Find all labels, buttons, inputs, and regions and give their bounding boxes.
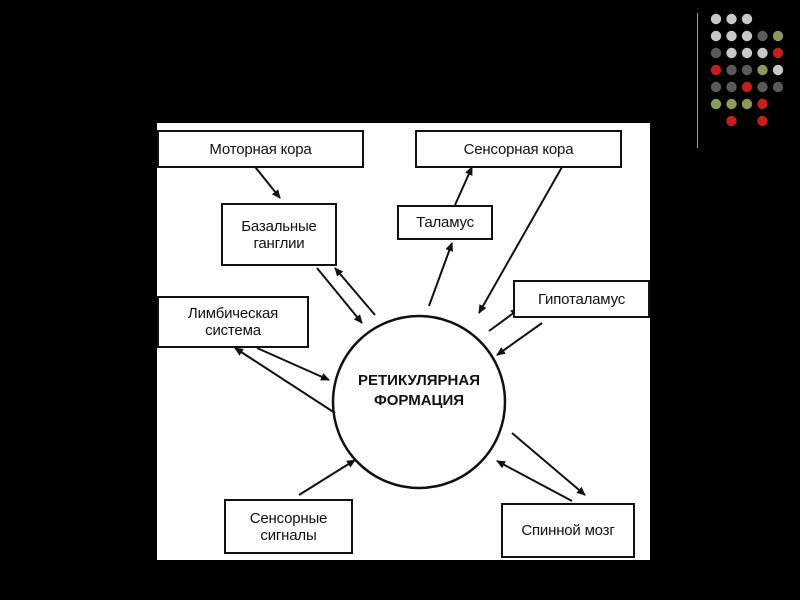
decorative-dot	[726, 30, 737, 42]
decorative-dot	[741, 64, 753, 76]
decorative-dot	[757, 64, 768, 76]
decorative-dot	[726, 47, 737, 59]
decorative-dot	[757, 81, 768, 93]
node-limbic-system: Лимбическая система	[157, 296, 309, 348]
arrow-signals-to-rf	[298, 459, 356, 496]
arrow-basal-to-rf	[316, 267, 363, 324]
diagram-panel: Моторная кора Сенсорная кора Базальные г…	[157, 123, 650, 560]
decorative-dot	[741, 30, 753, 42]
node-sensory-signals: Сенсорные сигналы	[224, 499, 353, 554]
node-basal-ganglia: Базальные ганглии	[221, 203, 337, 266]
node-thalamus: Таламус	[397, 205, 493, 240]
diagram-connectors	[234, 162, 586, 502]
decorative-dot	[710, 30, 722, 42]
decorative-dot	[741, 13, 753, 25]
arrow-rf-to-basal	[334, 267, 376, 316]
node-sensory-cortex: Сенсорная кора	[415, 130, 622, 168]
decorative-dot	[710, 81, 722, 93]
center-label-line2: ФОРМАЦИЯ	[373, 392, 465, 409]
arrow-spinal-to-rf	[496, 460, 573, 502]
decorative-dot	[710, 47, 722, 59]
decorative-dot	[772, 47, 784, 59]
decorative-dot	[741, 47, 753, 59]
arrow-thalamus-to-sensory-cortex	[454, 166, 473, 206]
node-hypothalamus: Гипоталамус	[513, 280, 650, 318]
decorative-divider-line	[697, 13, 698, 148]
arrow-rf-to-thalamus	[428, 242, 454, 307]
arrow-limbic-to-rf	[256, 347, 330, 381]
decorative-dot	[741, 81, 753, 93]
decorative-dot	[710, 64, 722, 76]
decorative-dot	[757, 30, 768, 42]
reticular-formation-label: РЕТИКУЛЯРНАЯ ФОРМАЦИЯ	[339, 371, 499, 411]
decorative-dot	[726, 115, 737, 127]
decorative-dot	[710, 13, 722, 25]
decorative-dot	[757, 115, 768, 127]
node-motor-cortex: Моторная кора	[157, 130, 364, 168]
decorative-dot-grid	[710, 13, 784, 127]
decorative-dot	[772, 64, 784, 76]
center-label-line1: РЕТИКУЛЯРНАЯ	[358, 372, 480, 389]
decorative-dot	[726, 98, 737, 110]
decorative-dot	[726, 13, 737, 25]
decorative-dot	[726, 64, 737, 76]
decorative-dot	[772, 30, 784, 42]
decorative-dot	[710, 98, 722, 110]
arrow-rf-to-limbic	[234, 347, 336, 414]
decorative-dot	[757, 98, 768, 110]
arrow-rf-to-spinal	[511, 432, 586, 496]
arrow-sensory-cortex-to-rf	[478, 166, 563, 314]
reticular-formation-circle	[331, 314, 507, 490]
decorative-dot	[772, 81, 784, 93]
arrow-motor-to-basal	[251, 162, 281, 199]
arrow-hypothalamus-to-rf	[496, 322, 543, 356]
node-spinal-cord: Спинной мозг	[501, 503, 635, 558]
decorative-dot	[757, 47, 768, 59]
decorative-dot	[741, 98, 753, 110]
decorative-dot	[726, 81, 737, 93]
